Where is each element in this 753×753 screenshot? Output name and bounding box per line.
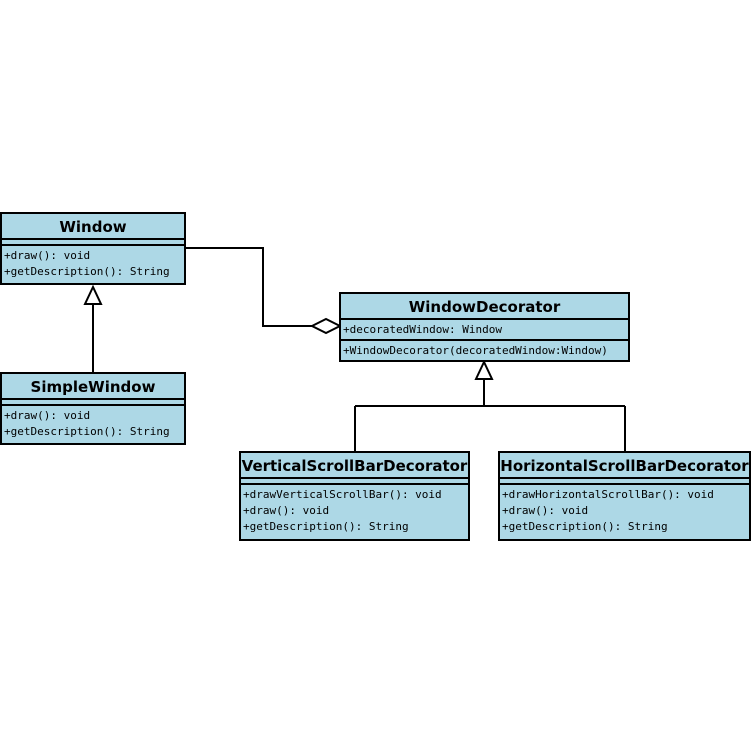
operation: +getDescription(): String <box>243 520 409 533</box>
class-name: HorizontalScrollBarDecorator <box>500 453 749 479</box>
aggregation-diamond <box>309 317 343 335</box>
operations-compartment: +drawVerticalScrollBar(): void +draw(): … <box>241 485 468 537</box>
attributes-compartment <box>2 240 184 246</box>
operation: +getDescription(): String <box>4 425 170 438</box>
class-verticalscrollbardecorator[interactable]: VerticalScrollBarDecorator +drawVertical… <box>239 451 470 541</box>
operation: +getDescription(): String <box>502 520 668 533</box>
class-windowdecorator[interactable]: WindowDecorator +decoratedWindow: Window… <box>339 292 630 362</box>
generalization-arrowhead-windowdecorator <box>474 359 494 380</box>
class-simplewindow[interactable]: SimpleWindow +draw(): void +getDescripti… <box>0 372 186 445</box>
operations-compartment: +drawHorizontalScrollBar(): void +draw()… <box>500 485 749 537</box>
attributes-compartment <box>500 479 749 485</box>
operation: +WindowDecorator(decoratedWindow:Window) <box>343 344 608 357</box>
operation: +draw(): void <box>4 409 91 422</box>
class-name: Window <box>2 214 184 240</box>
operation: +draw(): void <box>502 504 589 517</box>
operations-compartment: +draw(): void +getDescription(): String <box>2 406 184 442</box>
class-name: SimpleWindow <box>2 374 184 400</box>
operations-compartment: +WindowDecorator(decoratedWindow:Window) <box>341 341 628 361</box>
aggregation-line <box>185 247 312 327</box>
operations-compartment: +draw(): void +getDescription(): String <box>2 246 184 282</box>
operation: +getDescription(): String <box>4 265 170 278</box>
class-horizontalscrollbardecorator[interactable]: HorizontalScrollBarDecorator +drawHorizo… <box>498 451 751 541</box>
attributes-compartment <box>241 479 468 485</box>
class-name: VerticalScrollBarDecorator <box>241 453 468 479</box>
class-window[interactable]: Window +draw(): void +getDescription(): … <box>0 212 186 285</box>
generalization-arrowhead-window <box>83 284 103 305</box>
operation: +draw(): void <box>4 249 91 262</box>
operation: +draw(): void <box>243 504 330 517</box>
operation: +drawHorizontalScrollBar(): void <box>502 488 714 501</box>
attributes-compartment: +decoratedWindow: Window <box>341 320 628 341</box>
attributes-compartment <box>2 400 184 406</box>
class-name: WindowDecorator <box>341 294 628 320</box>
attribute: +decoratedWindow: Window <box>343 323 502 336</box>
operation: +drawVerticalScrollBar(): void <box>243 488 442 501</box>
